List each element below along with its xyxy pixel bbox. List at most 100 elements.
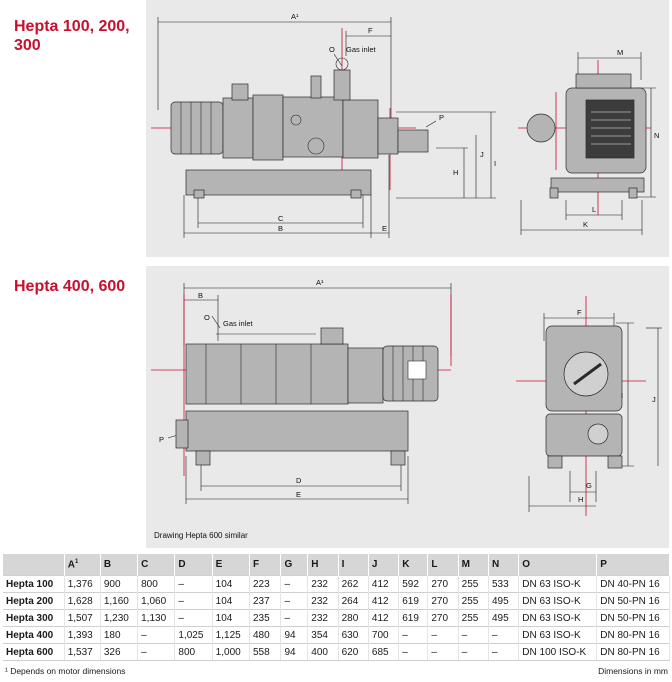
table-cell: 1,130 [137,609,176,627]
label-p: P [439,113,444,122]
label-dim-c: C [278,214,284,223]
table-cell: – [280,592,309,610]
column-header-g: G [280,554,309,576]
label-dim-h: H [453,168,458,177]
label-p: P [159,435,164,444]
table-cell: – [174,575,213,593]
technical-drawing-bottom: A¹ B O Gas inlet P D E F I J G H [151,278,662,516]
label-dim-f: F [577,308,582,317]
table-cell: 1,376 [64,575,101,593]
drawing-note: Drawing Hepta 600 similar [154,531,248,540]
table-cell: 255 [458,575,489,593]
table-cell: 180 [100,626,139,644]
table-cell: – [280,575,309,593]
drawing-hepta-100-200-300: A¹ F O Gas inlet P H J I C B E M N L K [146,0,669,257]
column-header-f: F [249,554,282,576]
footnote-motor-dimensions: ¹ Depends on motor dimensions [5,666,126,676]
label-dim-b: B [278,224,283,233]
table-cell: 104 [212,575,250,593]
table-cell: 223 [249,575,282,593]
table-cell: 620 [338,643,369,661]
table-cell: – [427,643,459,661]
table-cell: 1,060 [137,592,176,610]
section-title-hepta-100-200-300: Hepta 100, 200, 300 [14,18,130,54]
row-model-name: Hepta 300 [3,609,65,627]
table-cell: 270 [427,609,459,627]
label-dim-b: B [198,291,203,300]
table-cell: 270 [427,592,459,610]
column-header-k: K [398,554,429,576]
table-cell: – [137,643,176,661]
table-cell: 412 [368,609,400,627]
table-cell: DN 40-PN 16 [596,575,670,593]
footnote-units: Dimensions in mm [598,666,668,676]
column-header-m: M [458,554,489,576]
table-cell: 1,230 [100,609,139,627]
table-cell: – [398,626,429,644]
label-dim-l: L [592,205,596,214]
table-cell: 270 [427,575,459,593]
technical-drawing-top: A¹ F O Gas inlet P H J I C B E M N L K [151,12,659,238]
table-cell: 1,000 [212,643,250,661]
table-cell: 280 [338,609,369,627]
table-cell: DN 63 ISO-K [518,575,598,593]
label-dim-e: E [296,490,301,499]
table-cell: 94 [280,643,309,661]
column-header-h: H [307,554,339,576]
table-cell: 700 [368,626,400,644]
table-cell: – [427,626,459,644]
row-model-name: Hepta 600 [3,643,65,661]
table-cell: DN 63 ISO-K [518,592,598,610]
table-cell: 264 [338,592,369,610]
label-dim-i: I [621,391,623,400]
table-cell: – [137,626,176,644]
label-dim-j: J [480,150,484,159]
table-cell: 104 [212,609,250,627]
table-cell: 255 [458,592,489,610]
label-dim-d: D [296,476,302,485]
table-cell: 619 [398,592,429,610]
column-header-c: C [137,554,176,576]
table-cell: 495 [488,609,520,627]
table-cell: – [280,609,309,627]
label-dim-k: K [583,220,588,229]
column-header-p: P [596,554,670,576]
label-dim-a: A¹ [316,278,324,287]
table-cell: DN 50-PN 16 [596,592,670,610]
table-cell: 619 [398,609,429,627]
column-header-n: N [488,554,520,576]
table-cell: 480 [249,626,282,644]
label-dim-e: E [382,224,387,233]
table-cell: – [174,592,213,610]
table-cell: – [488,643,520,661]
label-dim-h: H [578,495,583,504]
table-cell: 232 [307,575,339,593]
table-cell: – [488,626,520,644]
table-cell: 94 [280,626,309,644]
table-cell: 1,125 [212,626,250,644]
table-cell: 1,537 [64,643,101,661]
table-cell: 1,025 [174,626,213,644]
table-cell: 533 [488,575,520,593]
table-cell: 232 [307,592,339,610]
column-header-d: D [174,554,213,576]
table-cell: 1,393 [64,626,101,644]
table-cell: 255 [458,609,489,627]
table-cell: 262 [338,575,369,593]
row-model-name: Hepta 100 [3,575,65,593]
label-o: O [204,313,210,322]
table-cell: 235 [249,609,282,627]
column-header-a: A1 [64,554,101,576]
table-cell: DN 50-PN 16 [596,609,670,627]
table-cell: 630 [338,626,369,644]
table-cell: – [458,643,489,661]
table-cell: 1,628 [64,592,101,610]
table-cell: DN 63 ISO-K [518,626,598,644]
table-cell: – [458,626,489,644]
table-cell: 558 [249,643,282,661]
column-header-e: E [212,554,250,576]
table-cell: 104 [212,592,250,610]
